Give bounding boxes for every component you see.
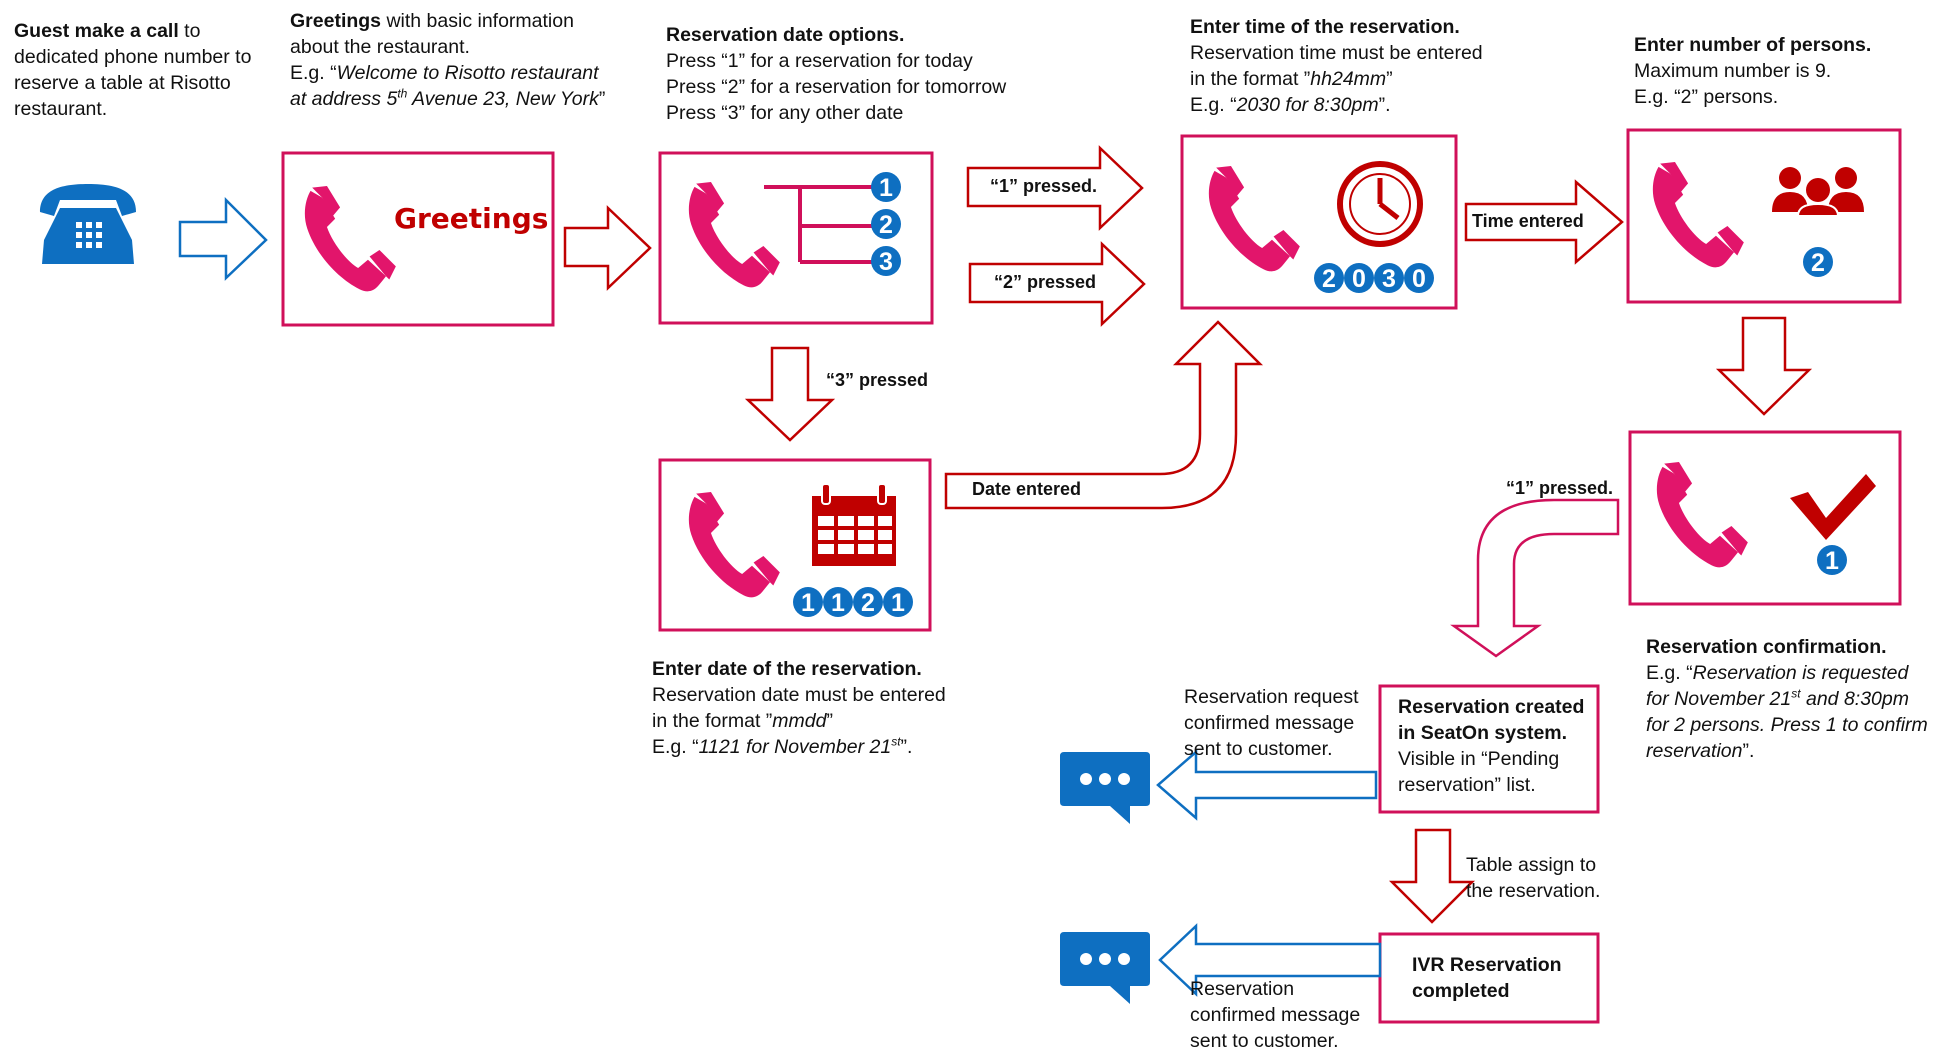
svg-text:1: 1 — [879, 174, 893, 202]
table-assign-message: Table assign to the reservation. — [1466, 854, 1601, 902]
greetings-title: Greetings — [290, 10, 382, 32]
svg-text:1: 1 — [831, 589, 845, 617]
svg-text:2: 2 — [861, 589, 875, 617]
svg-text:1: 1 — [1825, 547, 1839, 575]
date-options-line3: Press “3” for any other date — [666, 102, 904, 124]
label-pressed-3: “3” pressed — [826, 370, 929, 390]
persons-badge: 2 — [1803, 247, 1833, 277]
arrow-option-2 — [968, 241, 1146, 327]
time-digits: 2 0 3 0 — [1314, 263, 1434, 293]
calendar-icon — [812, 483, 896, 566]
arrow-created-to-completed — [1388, 828, 1476, 924]
persons-title: Enter number of persons. — [1634, 34, 1872, 56]
label-pressed-2: “2” pressed — [994, 272, 1097, 292]
svg-text:2: 2 — [1322, 265, 1336, 293]
enter-date-description: Enter date of the reservation. Reservati… — [652, 658, 946, 758]
checkmark-icon — [1790, 474, 1876, 540]
enter-time-title: Enter time of the reservation. — [1190, 16, 1460, 38]
reservation-confirmed-message: Reservation confirmed message sent to cu… — [1190, 978, 1361, 1052]
arrow-completed-to-message — [1158, 923, 1382, 997]
completed-description: IVR Reservation completed — [1412, 954, 1562, 1002]
reservation-created-box — [1378, 684, 1600, 814]
label-date-entered: Date entered — [972, 479, 1082, 499]
svg-text:0: 0 — [1352, 265, 1366, 293]
greetings-text: with basic information about the restaur… — [290, 10, 574, 58]
greetings-box — [281, 151, 555, 327]
svg-text:2: 2 — [1811, 249, 1825, 277]
svg-text:2: 2 — [879, 211, 893, 239]
confirmation-description: Reservation confirmation. E.g. “Reservat… — [1646, 636, 1928, 762]
label-confirm-pressed: “1” pressed. — [1506, 478, 1614, 498]
request-confirmed-message: Reservation request confirmed message se… — [1184, 686, 1359, 760]
option-3-badge: 3 — [871, 246, 901, 276]
chat-bubble-icon — [1060, 752, 1150, 824]
menu-tree-icon — [764, 185, 872, 264]
guest-description: Guest make a call to dedicated phone num… — [14, 18, 254, 122]
arrow-persons-to-confirmation — [1715, 316, 1813, 416]
date-options-description: Reservation date options. Press “1” for … — [666, 22, 1066, 126]
enter-time-description: Enter time of the reservation. Reservati… — [1190, 16, 1483, 116]
arrow-call-to-greetings — [178, 196, 268, 281]
greetings-description: Greetings with basic information about t… — [290, 10, 606, 110]
option-2-badge: 2 — [871, 209, 901, 239]
arrow-option-3 — [744, 346, 836, 442]
option-1-badge: 1 — [871, 172, 901, 202]
greetings-box-label: Greetings — [394, 202, 548, 235]
created-description: Reservation created in SeatOn system. Vi… — [1398, 696, 1585, 796]
date-options-line2: Press “2” for a reservation for tomorrow — [666, 76, 1007, 98]
guest-text: to dedicated phone number to reserve a t… — [14, 20, 252, 120]
arrow-created-to-message — [1156, 749, 1378, 821]
svg-text:3: 3 — [879, 248, 893, 276]
svg-text:1: 1 — [891, 589, 905, 617]
group-icon — [1772, 167, 1864, 217]
date-options-line1: Press “1” for a reservation for today — [666, 50, 973, 72]
desk-phone-icon — [40, 184, 136, 264]
svg-text:3: 3 — [1382, 265, 1396, 293]
arrow-confirm-pressed — [1450, 498, 1620, 658]
reservation-completed-box — [1378, 932, 1600, 1024]
greetings-example: Welcome to Risotto restaurant at address… — [290, 62, 599, 110]
clock-icon — [1337, 161, 1423, 247]
confirmation-title: Reservation confirmation. — [1646, 636, 1887, 658]
confirm-badge: 1 — [1817, 545, 1847, 575]
date-digits: 1 1 2 1 — [793, 587, 913, 617]
enter-date-title: Enter date of the reservation. — [652, 658, 922, 680]
eg-prefix: E.g. “ — [290, 62, 337, 84]
svg-text:1: 1 — [801, 589, 815, 617]
svg-text:0: 0 — [1412, 265, 1426, 293]
date-options-title: Reservation date options. — [666, 24, 905, 46]
arrow-option-1 — [966, 145, 1144, 231]
persons-description: Enter number of persons. Maximum number … — [1634, 34, 1872, 108]
guest-title: Guest make a call — [14, 20, 179, 42]
chat-bubble-icon — [1060, 932, 1150, 1004]
arrow-greetings-to-options — [563, 205, 652, 291]
arrow-time-entered — [1464, 179, 1624, 265]
label-pressed-1: “1” pressed. — [990, 176, 1098, 196]
label-time-entered: Time entered — [1472, 211, 1584, 231]
arrow-date-entered — [944, 320, 1264, 510]
